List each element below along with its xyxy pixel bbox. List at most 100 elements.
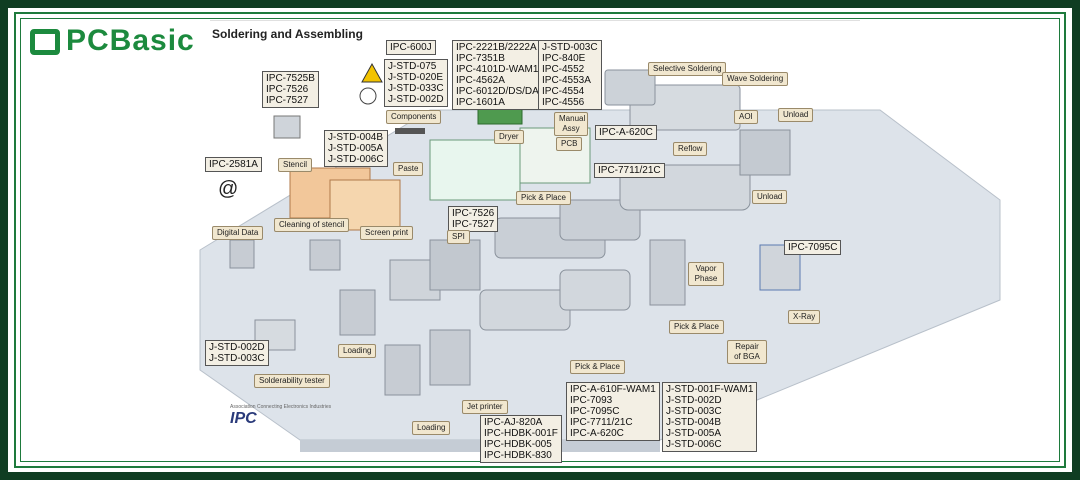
tag-aoi: AOI — [734, 110, 758, 124]
tag-manual-assy: Manual Assy — [554, 112, 588, 136]
standards-box-9: IPC-7711/21C — [594, 163, 665, 178]
standard-code: IPC-A-610F-WAM1 — [570, 384, 656, 395]
tag-xray: X-Ray — [788, 310, 821, 324]
tag-pick-place-top: Pick & Place — [516, 191, 571, 205]
standard-code: IPC-HDBK-830 — [484, 450, 552, 461]
tag-repair-bga: Repair of BGA — [727, 340, 767, 364]
border-line-bottom — [14, 466, 1066, 468]
standard-code: IPC-AJ-820A — [484, 417, 543, 428]
border-line-top — [14, 12, 1066, 14]
standard-code: IPC-2221B/2222A — [456, 42, 537, 53]
wave-soldering-machine — [629, 84, 741, 131]
standard-code: IPC-7526 — [266, 84, 309, 95]
standard-code: J-STD-002D — [388, 94, 444, 105]
vapor-phase-machine — [649, 239, 686, 306]
border-line-inner-top — [20, 18, 1060, 19]
tag-reflow: Reflow — [673, 142, 708, 156]
tag-unload-mid: Unload — [752, 190, 788, 204]
tag-unload-top: Unload — [778, 108, 814, 122]
standard-code: J-STD-002D — [666, 395, 722, 406]
tag-screen-print: Screen print — [360, 226, 414, 240]
ipc-logo-subtitle: Association Connecting Electronics Indus… — [230, 404, 332, 410]
standard-code: IPC-7711/21C — [570, 417, 633, 428]
standard-code: IPC-7527 — [452, 219, 495, 230]
esd-symbol-icon — [359, 87, 377, 105]
standard-code: J-STD-006C — [328, 154, 384, 165]
tag-jet-printer: Jet printer — [462, 400, 508, 414]
tag-dryer: Dryer — [494, 130, 524, 144]
tag-paste: Paste — [393, 162, 424, 176]
standards-box-7: IPC-2581A — [205, 157, 262, 172]
jet-printer-machine — [429, 329, 471, 386]
pick-place-line-bottom — [479, 289, 571, 331]
standard-code: IPC-7526 — [452, 208, 495, 219]
standard-code: IPC-2581A — [209, 159, 258, 170]
standard-code: IPC-4556 — [542, 97, 585, 108]
standard-code: IPC-7095C — [570, 406, 620, 417]
standards-box-1: IPC-600J — [386, 40, 436, 55]
esd-warning-icon — [361, 62, 383, 83]
standard-code: IPC-A-620C — [599, 127, 653, 138]
border-line-left — [14, 12, 16, 468]
spi-machine — [429, 239, 481, 291]
digital-data-kiosk — [229, 239, 255, 269]
standard-code: J-STD-005A — [328, 143, 384, 154]
selective-soldering-machine — [604, 69, 656, 106]
component-chip-icon — [395, 128, 425, 134]
standard-code: IPC-840E — [542, 53, 586, 64]
tag-cleaning-stencil: Cleaning of stencil — [274, 218, 350, 232]
standard-code: IPC-4553A — [542, 75, 591, 86]
standard-code: J-STD-004B — [328, 132, 384, 143]
stencil-sheet-icon — [273, 115, 301, 139]
brand-logo: PCBasic — [30, 24, 195, 58]
at-symbol-icon: @ — [218, 178, 239, 200]
tag-vapor-phase: Vapor Phase — [688, 262, 724, 286]
standards-box-8: IPC-A-620C — [595, 125, 657, 140]
standard-code: J-STD-001F-WAM1 — [666, 384, 754, 395]
standard-code: IPC-4554 — [542, 86, 585, 97]
standard-code: IPC-1601A — [456, 97, 505, 108]
loading-machine-bottom — [384, 344, 421, 396]
pcb-board-icon — [477, 107, 523, 125]
standard-code: IPC-7095C — [788, 242, 838, 253]
dryer-room — [429, 139, 521, 201]
tag-stencil: Stencil — [278, 158, 313, 172]
pick-place-line-top-2 — [559, 199, 641, 241]
standard-code: IPC-600J — [390, 42, 432, 53]
standard-code: IPC-4101D-WAM1 — [456, 64, 539, 75]
aoi-machine — [739, 129, 791, 176]
standards-box-11: IPC-7095C — [784, 240, 842, 255]
page-subtitle: Soldering and Assembling — [212, 27, 363, 41]
pick-place-line-bottom-2 — [559, 269, 631, 311]
standard-code: IPC-4562A — [456, 75, 505, 86]
tag-wave-soldering: Wave Soldering — [722, 72, 789, 86]
standard-code: J-STD-004B — [666, 417, 722, 428]
standard-code: J-STD-075 — [388, 61, 437, 72]
border-line-inner-left — [20, 18, 21, 462]
standard-code: J-STD-003C — [209, 353, 265, 364]
border-line-inner-right — [1059, 18, 1060, 462]
standard-code: J-STD-003C — [666, 406, 722, 417]
standard-code: IPC-7525B — [266, 73, 315, 84]
standard-code: IPC-7711/21C — [598, 165, 661, 176]
tag-pcb: PCB — [556, 137, 583, 151]
standard-code: J-STD-033C — [388, 83, 444, 94]
tag-solderability-tester: Solderability tester — [254, 374, 330, 388]
standard-code: IPC-6012D/DS/DA — [456, 86, 539, 97]
border-line-right — [1064, 12, 1066, 468]
tag-spi: SPI — [447, 230, 470, 244]
standard-code: J-STD-005A — [666, 428, 722, 439]
standard-code: J-STD-020E — [388, 72, 444, 83]
ipc-logo: IPC — [230, 410, 257, 427]
stencil-cleaner — [309, 239, 341, 271]
